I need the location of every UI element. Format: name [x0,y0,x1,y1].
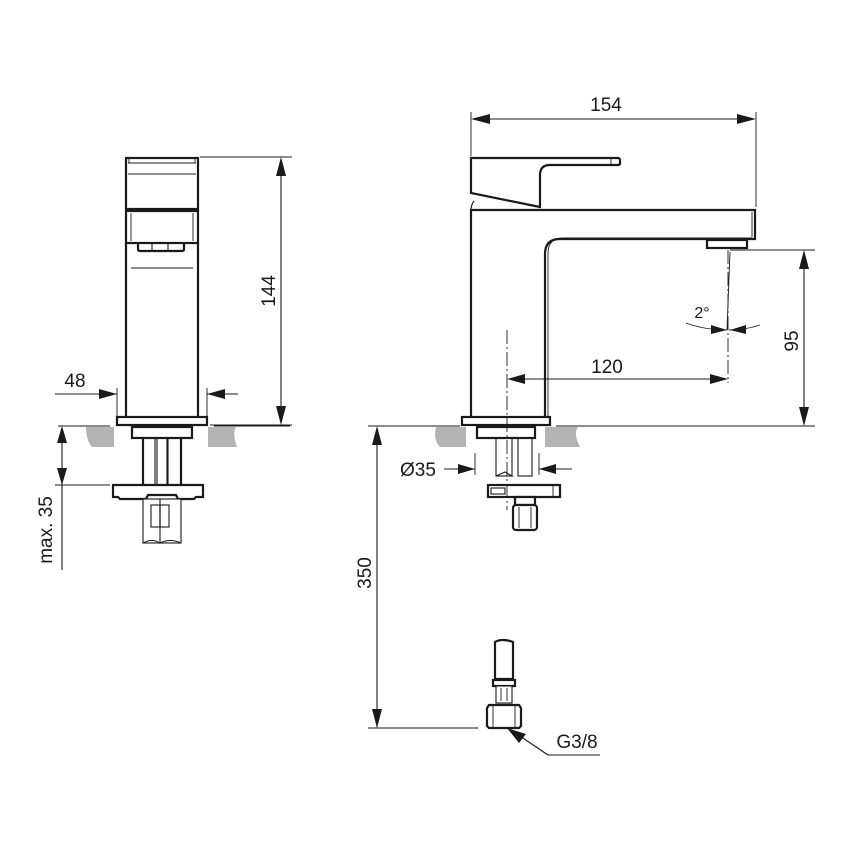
dim-label-350: 350 [355,557,376,589]
supply-hose-detail [485,638,523,730]
dim-48: 48 [55,371,238,416]
dim-label-max35: max. 35 [36,496,57,564]
dim-350: 350 [355,426,478,729]
dim-144: 144 [200,156,292,426]
side-cartridge-ring [124,209,200,245]
dim-2deg: 2° [685,251,761,334]
dim-label-144: 144 [259,275,280,307]
dim-120: 120 [507,250,729,384]
dim-diameter-35: Ø35 [400,453,572,481]
dim-label-2deg: 2° [694,305,709,322]
dim-label-g38: G3/8 [556,732,597,753]
dim-label-diameter35: Ø35 [400,460,436,481]
side-view [58,156,290,544]
front-lever [469,156,622,209]
thread-callout: G3/8 [507,728,600,756]
front-view [368,156,815,532]
front-spout-body [469,208,757,420]
dim-label-120: 120 [591,357,623,378]
dim-label-154: 154 [590,95,622,116]
dim-95: 95 [730,249,815,426]
side-handle [124,156,200,211]
dim-max35: max. 35 [36,426,110,570]
dim-154: 154 [470,95,757,207]
dim-label-95: 95 [782,330,803,351]
dim-label-48: 48 [64,371,85,392]
